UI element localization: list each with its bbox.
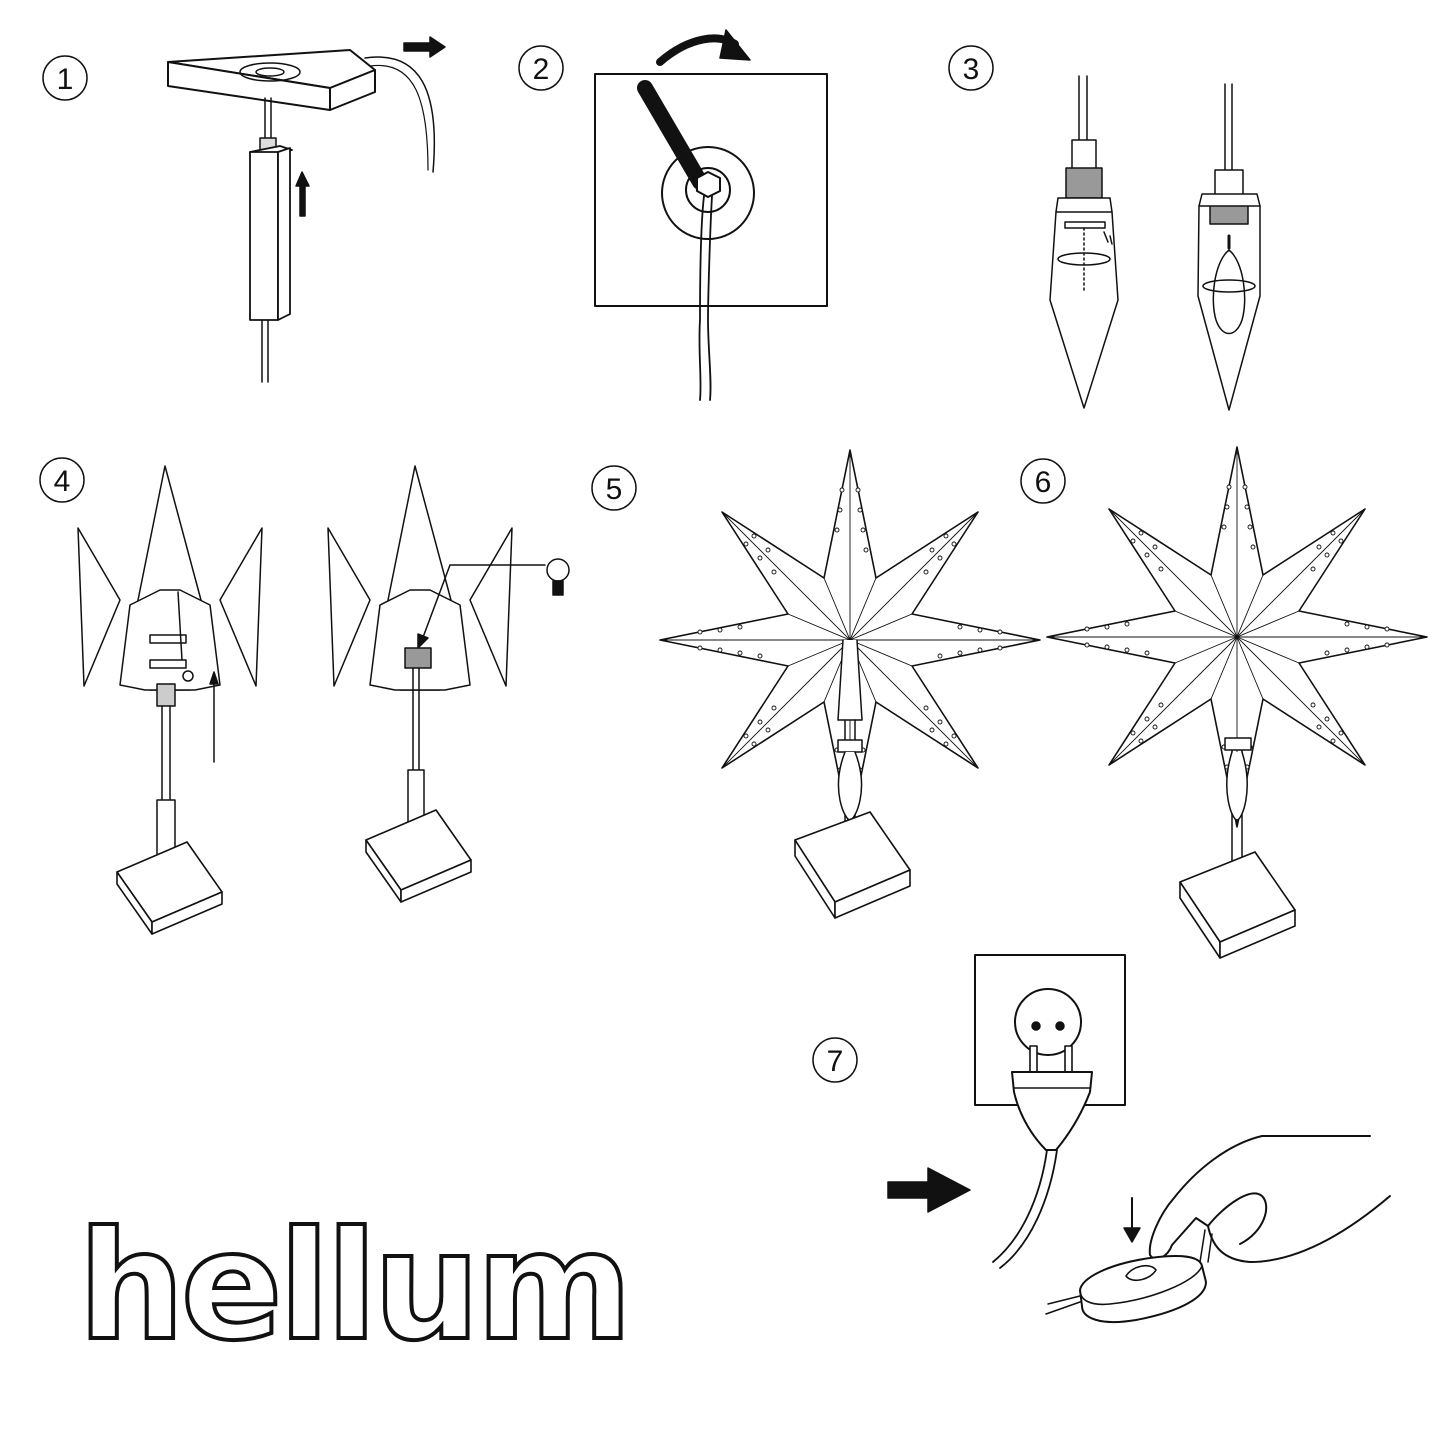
step-2-illustration (595, 74, 827, 400)
step-3-illustration-left (1050, 76, 1118, 408)
light-bulb-icon (547, 559, 569, 595)
step-4-illustration-right (328, 466, 545, 903)
step-4-illustration-left (78, 466, 262, 935)
step-5-illustration (659, 449, 1041, 918)
svg-text:6: 6 (1035, 466, 1052, 499)
step-3-illustration-right (1198, 84, 1260, 410)
svg-text:4: 4 (54, 465, 71, 498)
svg-text:2: 2 (533, 53, 550, 86)
step-3-number: 3 (949, 46, 993, 90)
step-6-number: 6 (1021, 459, 1065, 503)
step-7-number: 7 (813, 1038, 857, 1082)
step-1-illustration (168, 50, 434, 382)
step-1-number: 1 (43, 56, 87, 100)
hand-icon (1150, 1136, 1390, 1262)
up-arrow-icon (296, 172, 309, 216)
rotate-arrow-icon (660, 30, 750, 62)
svg-text:5: 5 (606, 473, 623, 506)
svg-text:7: 7 (827, 1045, 844, 1078)
step-2-number: 2 (519, 46, 563, 90)
step-4-number: 4 (40, 458, 84, 502)
down-arrow-icon (1124, 1198, 1140, 1242)
right-arrow-icon (888, 1168, 970, 1212)
step-6-illustration (1046, 446, 1428, 958)
svg-text:1: 1 (57, 63, 74, 96)
power-plug-icon (993, 1046, 1092, 1268)
svg-text:3: 3 (963, 53, 980, 86)
brand-logo: hellum (76, 1200, 634, 1374)
step-5-number: 5 (592, 466, 636, 510)
right-arrow-icon (404, 37, 445, 57)
cord-switch-icon (1046, 1256, 1206, 1322)
